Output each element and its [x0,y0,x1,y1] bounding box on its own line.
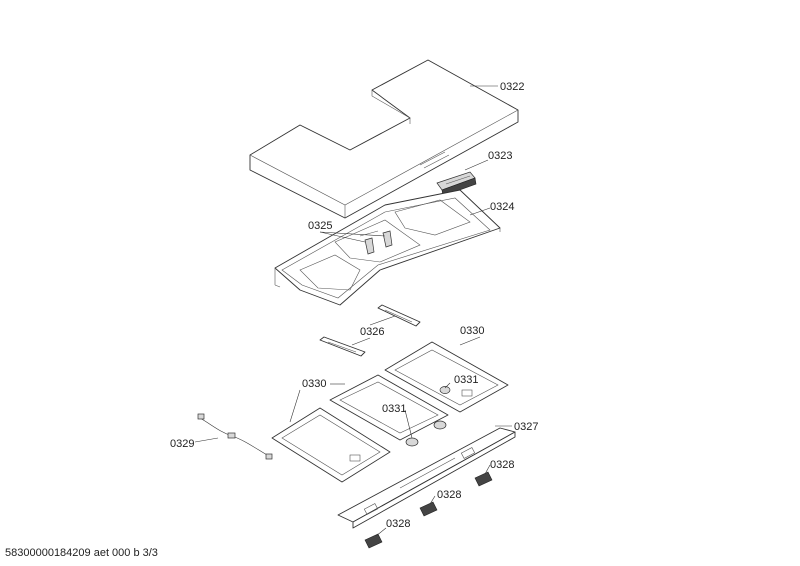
part-0324-housing[interactable] [274,189,501,306]
part-0330-filter-right[interactable] [384,341,509,413]
label-0330-right: 0330 [460,325,484,337]
part-0322-cover[interactable] [249,59,519,219]
label-0322: 0322 [500,81,524,93]
label-0329: 0329 [170,438,194,450]
label-0327: 0327 [514,421,538,433]
label-0323: 0323 [488,150,512,162]
label-0328-b: 0328 [437,489,461,501]
label-0328-c: 0328 [386,518,410,530]
label-0326: 0326 [360,326,384,338]
part-0327-panel[interactable] [337,427,516,529]
part-0328-blocks[interactable] [364,471,493,549]
label-0328-a: 0328 [490,459,514,471]
label-0330-left: 0330 [302,378,326,390]
part-0330-filter-mid[interactable] [329,374,449,441]
part-0326-rails[interactable] [319,304,421,357]
label-0331-left: 0331 [382,403,406,415]
part-0331-knobs[interactable] [405,386,451,447]
label-0325: 0325 [308,220,332,232]
label-0324: 0324 [490,201,514,213]
part-0325-brackets[interactable] [359,230,393,255]
document-footer-code: 58300000184209 aet 000 b 3/3 [5,547,158,559]
part-0330-filter-left[interactable] [271,407,391,483]
part-0329-cable[interactable] [197,413,273,460]
label-0331-right: 0331 [454,374,478,386]
